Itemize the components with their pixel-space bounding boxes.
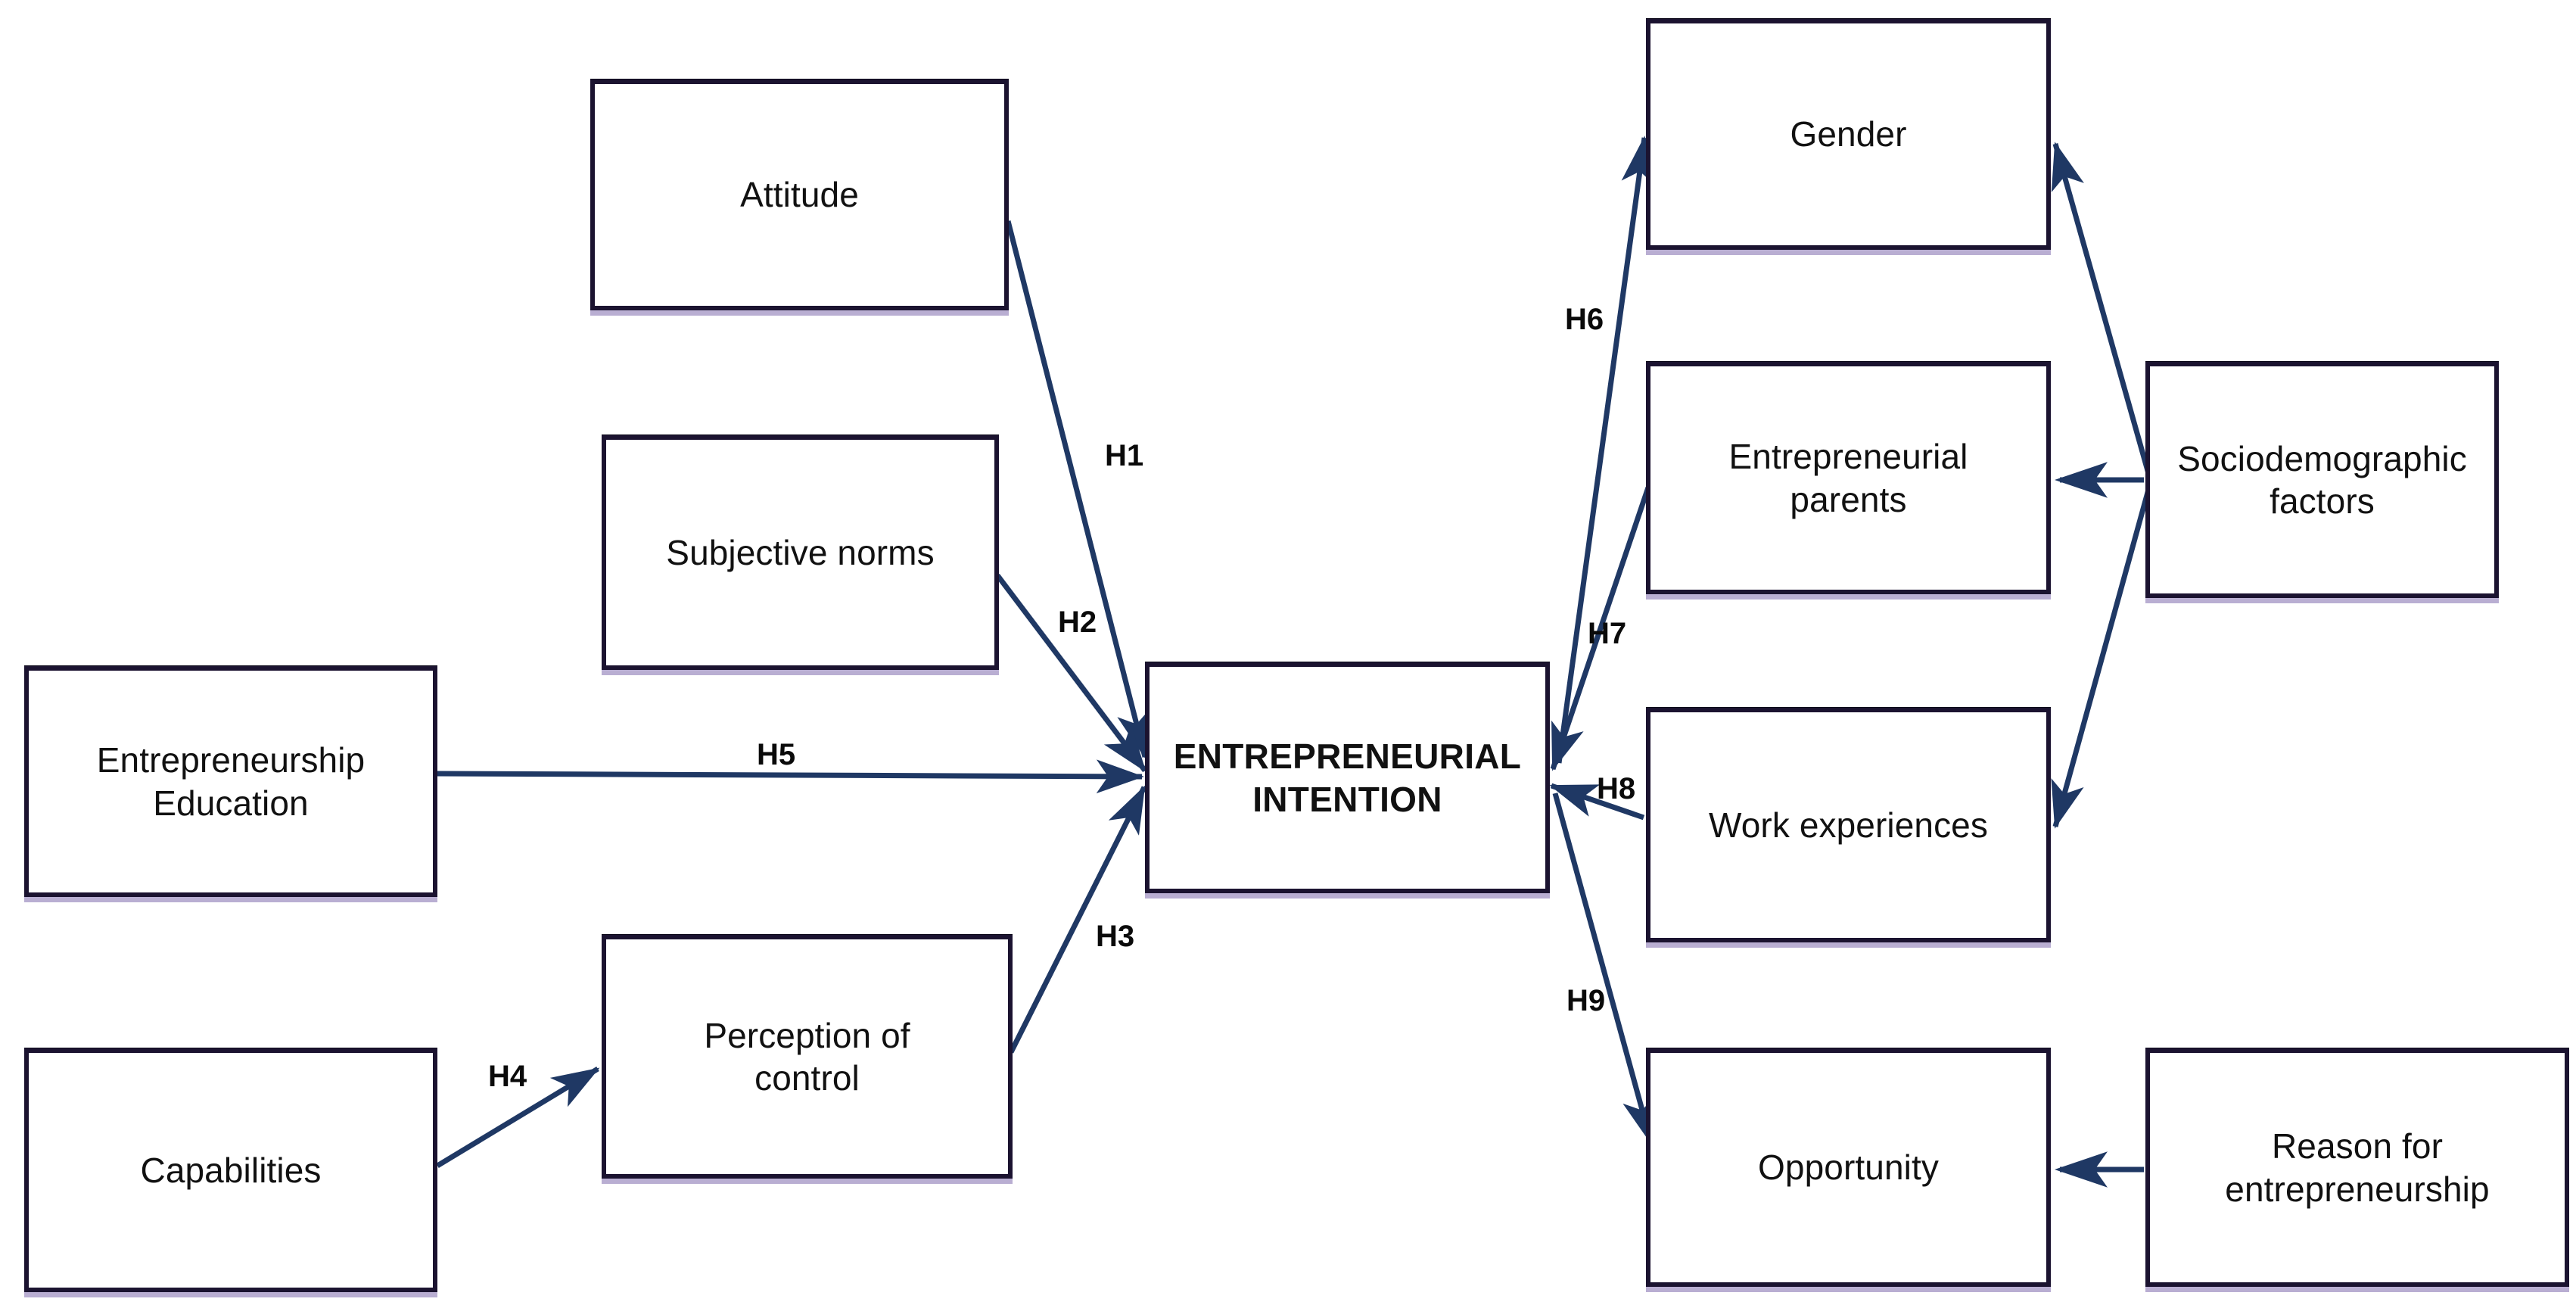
node-entrepreneurship-education-label: Entrepreneurship Education: [96, 740, 366, 823]
connector-h9: [1552, 793, 1656, 1145]
edge-label-h7: H7: [1588, 617, 1627, 650]
node-capabilities[interactable]: Capabilities: [24, 1048, 437, 1292]
connector-h1: [1005, 220, 1150, 759]
edge-label-h3: H3: [1096, 920, 1135, 953]
connector-h6: [1556, 135, 1656, 764]
node-sociodemographic-factors[interactable]: Sociodemographic factors: [2145, 362, 2499, 598]
node-capabilities-label: Capabilities: [140, 1150, 322, 1190]
node-entrepreneurship-education[interactable]: Entrepreneurship Education: [24, 666, 437, 897]
node-sociodemographic-factors-label: Sociodemographic factors: [2177, 438, 2467, 521]
connector-sociodemographic-work: [2051, 481, 2154, 829]
node-perception-of-control[interactable]: Perception of control: [602, 935, 1013, 1179]
edge-label-h9: H9: [1566, 984, 1606, 1017]
node-reason-for-entrepreneurship[interactable]: Reason for entrepreneurship: [2145, 1048, 2569, 1287]
edge-label-h1: H1: [1105, 439, 1144, 472]
node-opportunity-label: Opportunity: [1758, 1148, 1939, 1188]
edge-label-h6: H6: [1565, 303, 1604, 336]
connector-h2: [995, 573, 1147, 773]
node-gender[interactable]: Gender: [1646, 19, 2051, 250]
connector-h5: [437, 759, 1144, 794]
node-attitude[interactable]: Attitude: [590, 79, 1009, 310]
node-entrepreneurial-intention-label: ENTREPRENEURIAL INTENTION: [1173, 737, 1522, 819]
node-perception-of-control-label: Perception of control: [704, 1015, 910, 1098]
node-subjective-norms[interactable]: Subjective norms: [602, 435, 999, 670]
edge-label-h2: H2: [1058, 606, 1097, 639]
node-entrepreneurial-intention[interactable]: ENTREPRENEURIAL INTENTION: [1145, 662, 1550, 893]
edge-label-h8: H8: [1597, 772, 1636, 805]
node-entrepreneurial-parents-label: Entrepreneurial parents: [1728, 437, 1968, 519]
connector-sociodemographic-gender: [2051, 142, 2154, 482]
node-opportunity[interactable]: Opportunity: [1646, 1048, 2051, 1287]
node-work-experiences[interactable]: Work experiences: [1646, 708, 2051, 942]
node-attitude-label: Attitude: [740, 175, 859, 215]
node-work-experiences-label: Work experiences: [1709, 805, 1988, 845]
node-subjective-norms-label: Subjective norms: [666, 532, 935, 572]
edge-label-h4: H4: [488, 1060, 527, 1093]
node-gender-label: Gender: [1790, 114, 1907, 154]
node-reason-for-entrepreneurship-label: Reason for entrepreneurship: [2225, 1126, 2490, 1209]
node-entrepreneurial-parents[interactable]: Entrepreneurial parents: [1646, 362, 2051, 594]
edge-label-h5: H5: [757, 738, 796, 771]
